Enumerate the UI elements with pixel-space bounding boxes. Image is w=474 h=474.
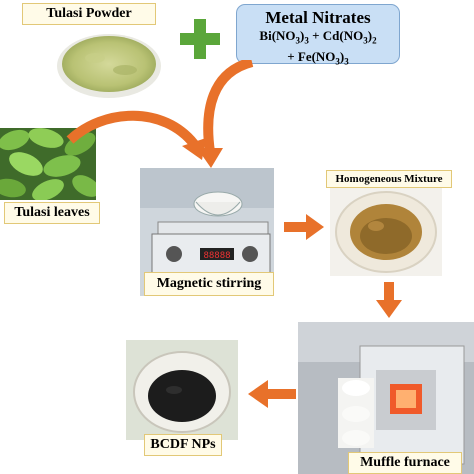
metal-nitrates-box: Metal Nitrates Bi(NO3)3 + Cd(NO3)2 + Fe(… (236, 4, 400, 66)
bcdf-nps-label: BCDF NPs (144, 434, 222, 456)
tulasi-powder-image (55, 22, 163, 100)
arrow-mixture-to-furnace (376, 282, 402, 318)
arrow-leaves-to-stirrer (64, 102, 214, 160)
homogeneous-mixture-label: Homogeneous Mixture (326, 170, 452, 188)
metal-nitrates-formula-line1: Bi(NO3)3 + Cd(NO3)2 (259, 28, 377, 46)
muffle-furnace-image (298, 322, 474, 474)
metal-nitrates-title: Metal Nitrates (265, 8, 371, 27)
stirrer-display-reading: 88888 (203, 251, 230, 261)
arrow-nitrates-to-stirrer (190, 60, 260, 170)
arrow-furnace-to-product (248, 380, 296, 408)
tulasi-powder-label: Tulasi Powder (22, 3, 156, 25)
plus-icon (178, 17, 222, 61)
magnetic-stirring-label: Magnetic stirring (144, 272, 274, 296)
homogeneous-mixture-image (330, 188, 442, 276)
metal-nitrates-formula-line2: + Fe(NO3)3 (287, 48, 349, 67)
tulasi-leaves-image (0, 128, 96, 200)
bcdf-nps-image (126, 340, 238, 440)
arrow-stirrer-to-mixture (284, 214, 324, 240)
tulasi-leaves-label: Tulasi leaves (4, 202, 100, 224)
muffle-furnace-label: Muffle furnace (348, 452, 462, 474)
